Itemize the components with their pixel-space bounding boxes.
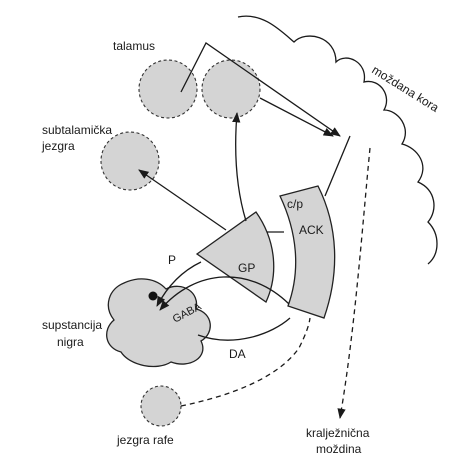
thalamus-nucleus-right [201,59,261,119]
cortex-outline [237,15,438,265]
descending-spinal-arrow [337,147,371,420]
label-raphe: jezgra rafe [116,433,174,447]
label-substantia: supstancija [42,318,102,332]
label-subtalamic: subtalamička [42,123,112,137]
thalamus-right-cortex-arrow [259,97,334,137]
gp-to-subthalamic-arrow [138,169,227,231]
label-spinal: kralježnična [306,426,370,440]
striatum-shape [279,185,336,319]
globus-pallidus-shape [195,211,275,303]
label-talamus: talamus [113,39,155,53]
label-ack: ACK [299,223,324,237]
label-p: P [168,253,176,267]
da-pathway [197,317,291,341]
gaba-pathway-arrow [159,276,290,311]
raphe-striatum-dashed [180,317,311,407]
substantia-nigra-dot [148,291,158,301]
label-spinal-2: moždina [316,442,362,456]
label-subtalamic-2: jezgra [41,139,75,153]
label-gp: GP [238,261,255,275]
cortex-striatum-link [324,135,351,197]
label-substantia-2: nigra [57,335,84,349]
gp-to-thalamus-arrow [232,111,247,222]
label-cp: c/p [287,197,303,211]
thalamus-nucleus-left [138,59,198,119]
raphe-nucleus [140,385,182,427]
label-da: DA [229,347,246,361]
thalamus-cortex-arrow [180,42,341,137]
label-cortex: moždana kora [369,63,441,115]
substantia-nigra-shape [106,278,211,368]
subthalamic-nucleus [100,131,160,191]
